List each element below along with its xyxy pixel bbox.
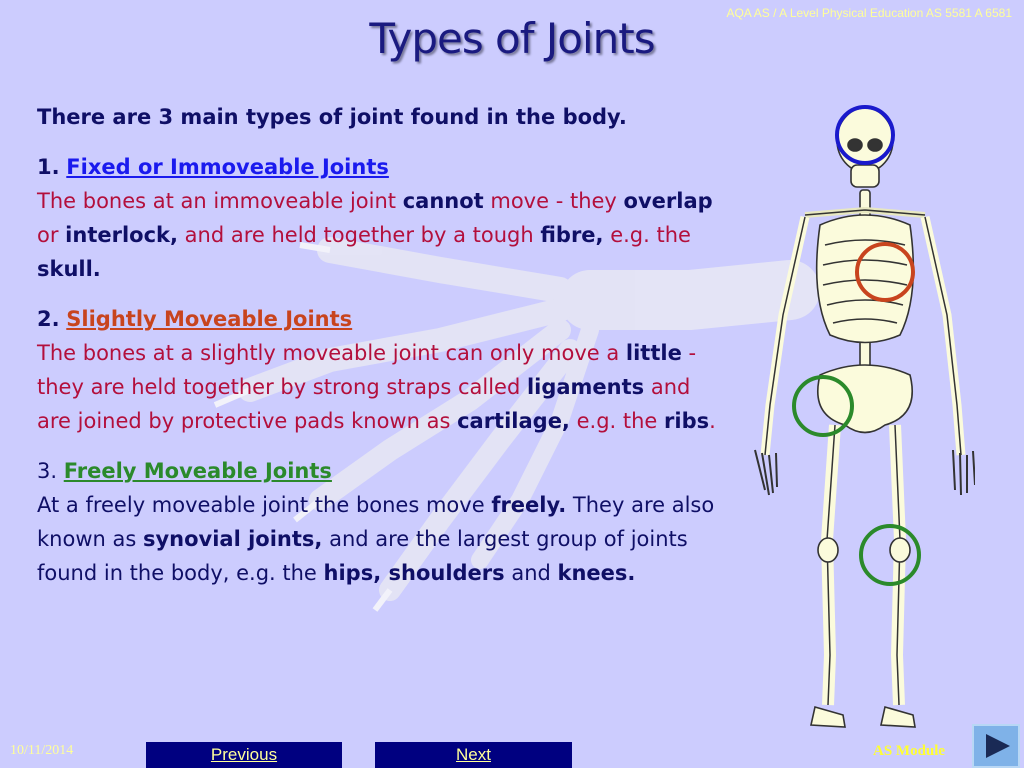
link-slightly-moveable-joints[interactable]: Slightly Moveable Joints xyxy=(66,307,353,331)
ribcage-bone xyxy=(815,214,915,344)
play-button[interactable] xyxy=(972,724,1020,768)
previous-button[interactable]: Previous xyxy=(146,742,342,768)
play-triangle-icon xyxy=(986,734,1010,758)
skeleton-illustration xyxy=(754,105,975,728)
page-title: Types of Joints xyxy=(369,14,655,63)
next-button[interactable]: Next xyxy=(375,742,572,768)
section-fixed-joints: 1. Fixed or Immoveable Joints The bones … xyxy=(37,155,713,281)
pelvis-bone xyxy=(816,364,914,434)
section-freely-moveable-joints: 3. Freely Moveable Joints At a freely mo… xyxy=(37,459,715,585)
date-label: 10/11/2014 xyxy=(10,743,74,758)
skull-joint-marker xyxy=(835,105,895,165)
section-slightly-moveable-joints: 2. Slightly Moveable Joints The bones at… xyxy=(37,307,716,433)
module-label: AS Module xyxy=(873,743,946,759)
main-content: There are 3 main types of joint found in… xyxy=(37,100,727,606)
course-header: AQA AS / A Level Physical Education AS 5… xyxy=(726,6,1012,20)
link-fixed-joints[interactable]: Fixed or Immoveable Joints xyxy=(66,155,389,179)
section-number: 3. xyxy=(37,459,58,483)
ribs-joint-marker xyxy=(855,242,915,302)
link-freely-moveable-joints[interactable]: Freely Moveable Joints xyxy=(63,459,332,483)
hip-joint-marker xyxy=(792,375,854,437)
knee-joint-marker xyxy=(859,524,921,586)
section-number: 1. xyxy=(37,155,60,179)
intro-text: There are 3 main types of joint found in… xyxy=(37,105,627,129)
section-number: 2. xyxy=(37,307,60,331)
footer-bar: 10/11/2014 Previous Next AS Module xyxy=(0,724,1024,768)
